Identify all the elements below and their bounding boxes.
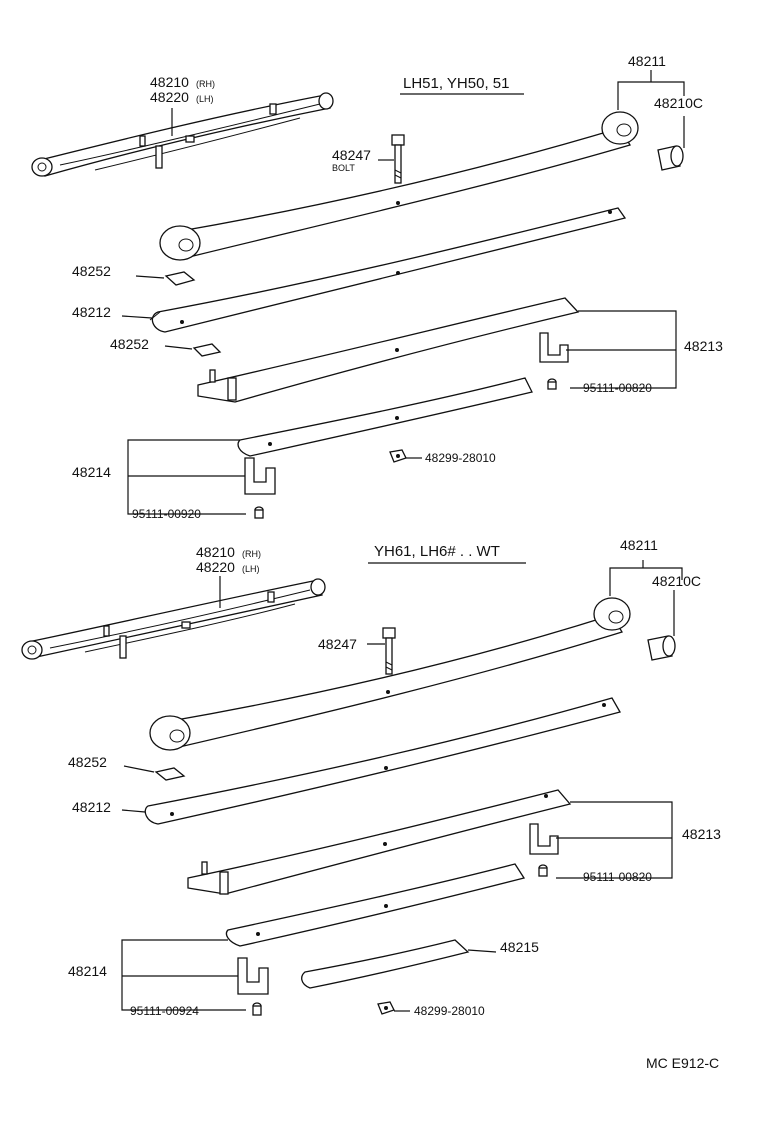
leaf-no3-drawing — [197, 297, 580, 403]
label-silencer-a: 48252 — [72, 263, 111, 279]
label-leaf-no2: 48212 — [72, 304, 111, 320]
label-spring-assy-lh-2: 48220 — [196, 559, 235, 575]
label-spring-assy-lh: 48220 — [150, 89, 189, 105]
leaf-no4-drawing — [237, 377, 533, 457]
label-leaf-no1-2: 48211 — [620, 537, 658, 553]
rivet-b-drawing-2 — [252, 1002, 262, 1016]
center-bolt-drawing-2 — [382, 627, 396, 675]
footer-code: MC E912-C — [646, 1055, 719, 1071]
label-leaf-no4-2: 48214 — [68, 963, 107, 979]
section-top: LH51, YH50, 51 48210 (RH) 48220 (LH) — [31, 53, 723, 521]
rivet-b-drawing — [254, 506, 264, 519]
leaf-no2-drawing-2 — [144, 697, 621, 825]
bushing-drawing-2 — [647, 635, 676, 661]
label-spring-assy-lh-suffix-2: (LH) — [242, 564, 260, 574]
leaf-no1-drawing-2 — [149, 597, 631, 751]
section-bottom-title: YH61, LH6# . . WT — [374, 543, 500, 560]
leaf-no4-drawing-2 — [225, 863, 526, 947]
label-rivet-a-2: 95111-00820 — [583, 870, 652, 884]
section-bottom: YH61, LH6# . . WT 48210 (RH) 48220 (LH) — [21, 537, 721, 1018]
label-bushing: 48210C — [654, 95, 703, 111]
leaf-no5-drawing — [301, 939, 470, 989]
nut-drawing-2 — [377, 1001, 395, 1015]
label-leaf-no5: 48215 — [500, 939, 539, 955]
label-leaf-no3: 48213 — [684, 338, 723, 354]
section-top-title: LH51, YH50, 51 — [403, 75, 509, 92]
rivet-a-drawing-2 — [538, 864, 548, 877]
nut-drawing — [389, 449, 407, 463]
label-rivet-a: 95111-00820 — [583, 381, 652, 395]
label-leaf-no1: 48211 — [628, 53, 666, 69]
spring-assembly-drawing-2 — [21, 578, 326, 660]
center-bolt-drawing — [391, 134, 405, 184]
label-rivet-b-2: 95111-00924 — [130, 1004, 199, 1018]
label-spring-assy-lh-suffix: (LH) — [196, 94, 214, 104]
leaf-no2-drawing — [149, 207, 627, 333]
label-spring-assy-rh: 48210 — [150, 74, 189, 90]
label-spring-assy-rh-suffix: (RH) — [196, 79, 215, 89]
leaf-no1-drawing — [159, 111, 639, 261]
label-silencer-b: 48252 — [110, 336, 149, 352]
label-silencer: 48252 — [68, 754, 107, 770]
label-center-bolt: 48247 — [332, 147, 371, 163]
label-leaf-no2-2: 48212 — [72, 799, 111, 815]
label-center-bolt-2: 48247 — [318, 636, 357, 652]
spring-assembly-drawing — [31, 92, 334, 177]
label-rivet-b: 95111-00920 — [132, 507, 201, 521]
label-bushing-2: 48210C — [652, 573, 701, 589]
bushing-drawing — [657, 145, 684, 171]
leaf-no3-drawing-2 — [187, 789, 572, 895]
label-leaf-no3-2: 48213 — [682, 826, 721, 842]
label-leaf-no4: 48214 — [72, 464, 111, 480]
label-nut: 48299-28010 — [425, 451, 496, 465]
label-spring-assy-rh-2: 48210 — [196, 544, 235, 560]
label-nut-2: 48299-28010 — [414, 1004, 485, 1018]
rivet-a-drawing — [547, 378, 557, 390]
label-spring-assy-rh-suffix-2: (RH) — [242, 549, 261, 559]
label-center-bolt-sub: BOLT — [332, 163, 355, 173]
